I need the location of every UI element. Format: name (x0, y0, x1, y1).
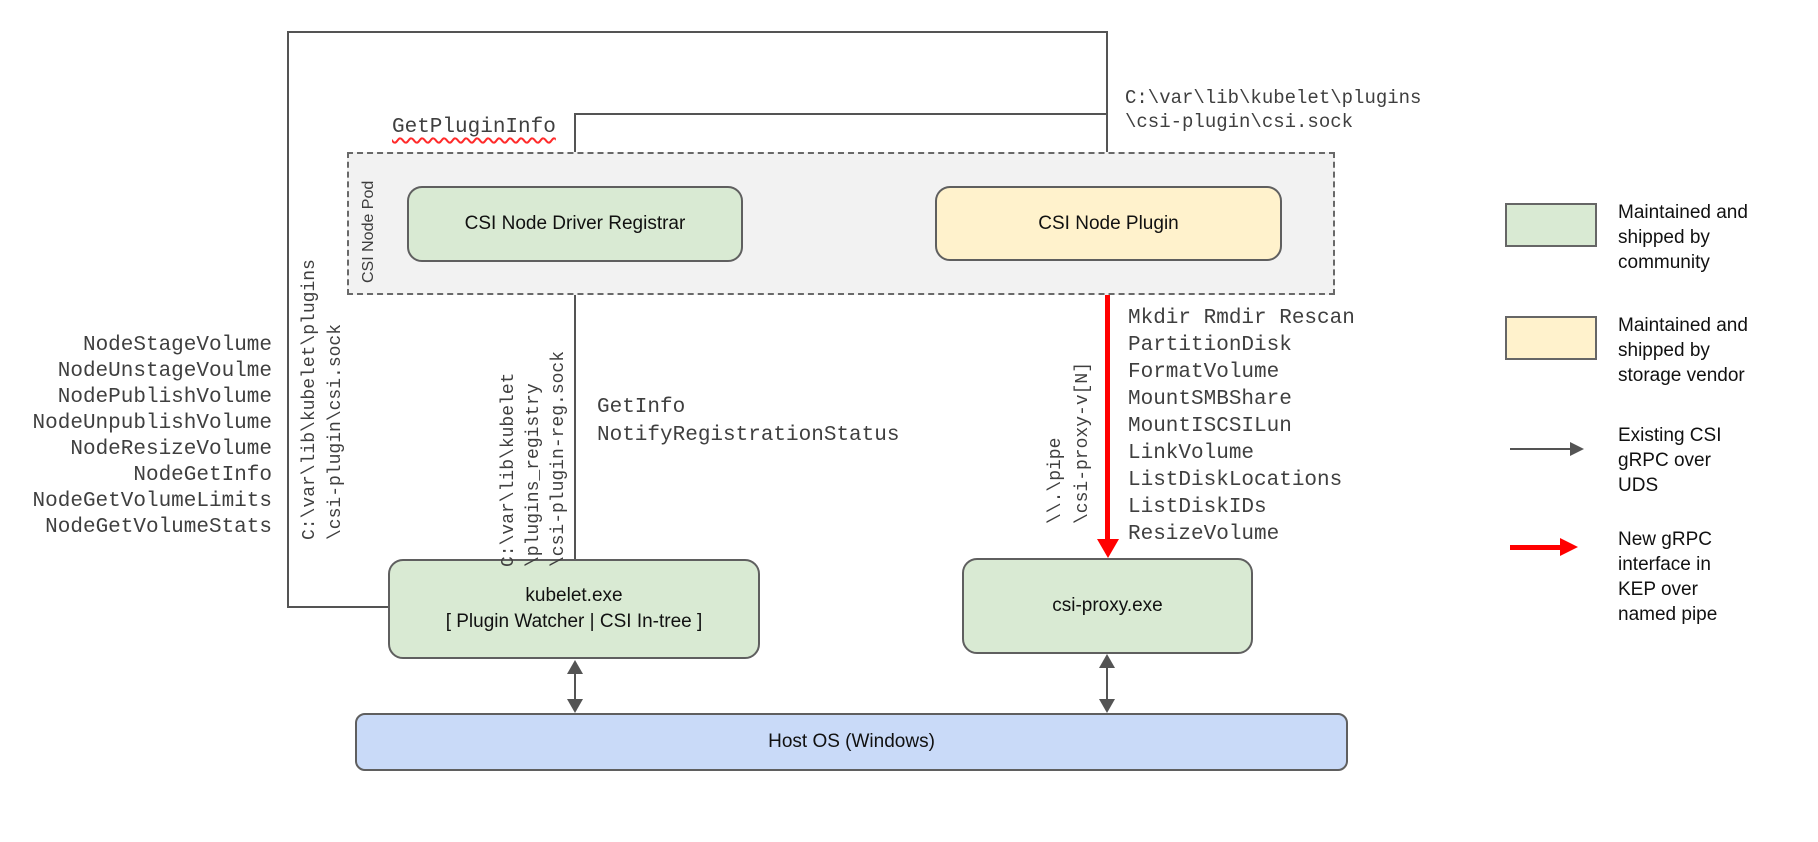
csi-proxy-ops-list: Mkdir Rmdir Rescan PartitionDisk FormatV… (1128, 305, 1355, 548)
csi-proxy-op-item: LinkVolume (1128, 442, 1255, 465)
legend-swatch-community (1505, 203, 1597, 247)
kubelet-hostos-arrow-up-icon (567, 660, 583, 674)
kubelet-hostos-arrow-down-icon (567, 699, 583, 713)
legend-named-pipe-arrowhead-icon (1560, 538, 1578, 556)
getplugininfo-line-vertical (574, 113, 576, 186)
csiproxy-hostos-arrow-up-icon (1099, 654, 1115, 668)
csi-proxy-op-item: Mkdir Rmdir Rescan (1128, 307, 1355, 330)
arrowhead-into-csiproxy-icon (1097, 539, 1119, 558)
csi-proxy-box: csi-proxy.exe (962, 558, 1253, 654)
csi-proxy-op-item: ListDiskIDs (1128, 496, 1267, 519)
kubelet-hostos-line (574, 673, 576, 700)
registrar-label: CSI Node Driver Registrar (464, 213, 686, 234)
legend-uds-arrowhead-icon (1570, 442, 1584, 456)
csi-proxy-op-item: ResizeVolume (1128, 523, 1280, 546)
csiproxy-hostos-line (1106, 667, 1108, 700)
plugin-label: CSI Node Plugin (1038, 212, 1179, 234)
legend-uds-arrow (1510, 448, 1572, 450)
host-os-box: Host OS (Windows) (355, 713, 1348, 771)
host-os-label: Host OS (Windows) (768, 731, 935, 752)
registry-sock-path-label: C:\var\lib\kubelet \plugins_registry \cs… (499, 350, 569, 567)
plugin-to-csiproxy-line (1105, 260, 1110, 541)
node-rpc-item: NodeResizeVolume (70, 438, 272, 461)
node-rpc-item: NodeGetInfo (133, 464, 272, 487)
kubelet-to-plugin-line-left (287, 31, 289, 608)
legend-named-pipe-arrow (1510, 545, 1564, 550)
csi-proxy-op-item: MountSMBShare (1128, 388, 1292, 411)
node-rpc-item: NodeGetVolumeStats (45, 516, 272, 539)
getplugininfo-line-horizontal (574, 113, 1107, 115)
node-rpc-item: NodeUnstageVoulme (57, 360, 272, 383)
named-pipe-path-label: \\.\pipe \csi-proxy-v[N] (1046, 361, 1093, 524)
kubelet-to-plugin-line-drop (1106, 31, 1108, 173)
getinfo-notify-label: GetInfo NotifyRegistrationStatus (597, 396, 900, 447)
kubelet-to-plugin-line-top (287, 31, 1108, 33)
csi-sock-path-label-top: C:\var\lib\kubelet\plugins \csi-plugin\c… (1125, 87, 1422, 133)
legend-label-community: Maintained and shipped by community (1618, 202, 1748, 273)
node-rpc-list: NodeStageVolume NodeUnstageVoulme NodePu… (33, 333, 272, 541)
legend-label-named-pipe: New gRPC interface in KEP over named pip… (1618, 529, 1718, 625)
csi-sock-path-label-left: C:\var\lib\kubelet\plugins \csi-plugin\c… (300, 259, 346, 540)
csi-proxy-op-item: MountISCSILun (1128, 415, 1292, 438)
getplugininfo-label: GetPluginInfo (392, 116, 556, 139)
kubelet-title: kubelet.exe (525, 585, 623, 606)
node-rpc-item: NodeGetVolumeLimits (32, 490, 272, 513)
csiproxy-hostos-arrow-down-icon (1099, 699, 1115, 713)
csi-node-pod-label: CSI Node Pod (360, 180, 377, 283)
csi-node-driver-registrar-box: CSI Node Driver Registrar (407, 186, 743, 262)
kubelet-to-registrar-line (574, 276, 576, 559)
legend-label-vendor: Maintained and shipped by storage vendor (1618, 315, 1748, 386)
kubelet-box: kubelet.exe [ Plugin Watcher | CSI In-tr… (388, 559, 760, 659)
csi-node-plugin-box: CSI Node Plugin (935, 186, 1282, 261)
legend-label-uds: Existing CSI gRPC over UDS (1618, 425, 1722, 496)
csi-proxy-label: csi-proxy.exe (1052, 595, 1163, 616)
csi-proxy-op-item: PartitionDisk (1128, 334, 1292, 357)
legend-swatch-vendor (1505, 316, 1597, 360)
node-rpc-item: NodeUnpublishVolume (32, 412, 272, 435)
csi-proxy-op-item: ListDiskLocations (1128, 469, 1343, 492)
node-rpc-item: NodePublishVolume (57, 386, 272, 409)
node-rpc-item: NodeStageVolume (82, 334, 272, 357)
kubelet-to-plugin-line-stub (287, 606, 388, 608)
kubelet-subtitle: [ Plugin Watcher | CSI In-tree ] (445, 611, 703, 632)
csi-proxy-op-item: FormatVolume (1128, 361, 1280, 384)
